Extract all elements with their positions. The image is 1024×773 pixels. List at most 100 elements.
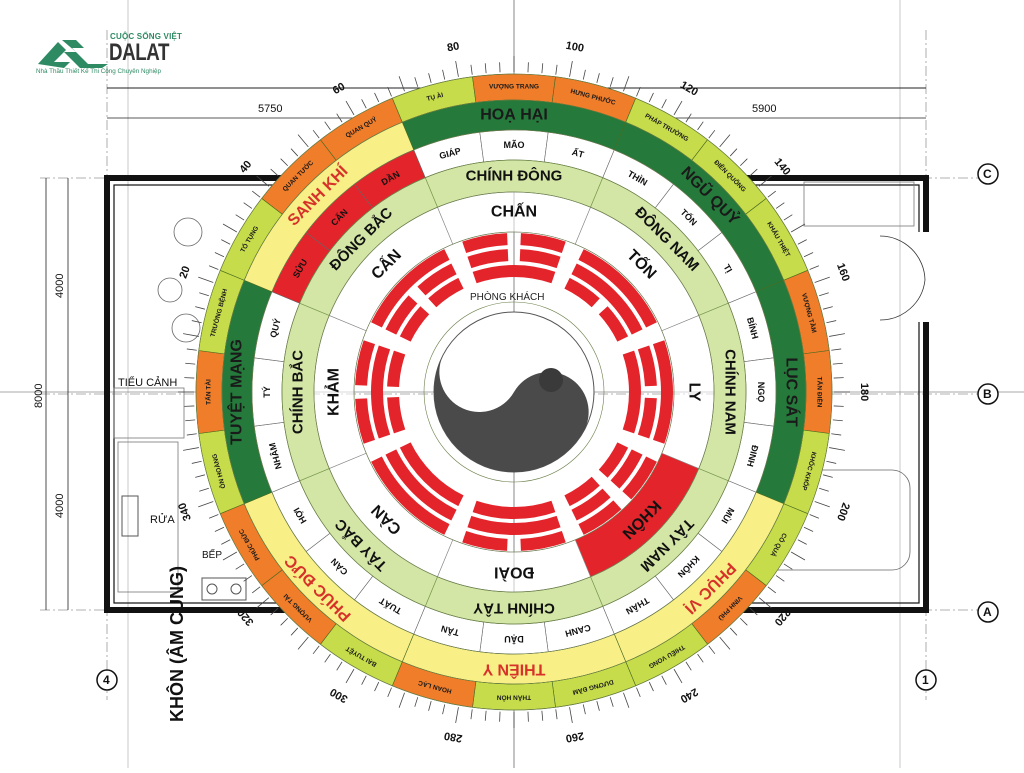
degree-tick [810, 266, 819, 270]
degree-tick [199, 293, 209, 296]
trigram-broken-line [467, 249, 508, 268]
degree-tick [815, 277, 830, 282]
degree-tick [485, 711, 486, 721]
trigram-broken-line [520, 249, 561, 268]
label-sink: RỬA [150, 513, 175, 526]
degree-tick [199, 488, 209, 491]
degree-tick [720, 135, 730, 147]
trigram-label: LY [686, 383, 703, 402]
degree-tick [185, 363, 195, 364]
degree-tick [223, 224, 237, 232]
degree-tick [791, 552, 805, 560]
degree-tick [720, 637, 730, 649]
degree-tick [750, 169, 757, 176]
degree-tick [244, 203, 252, 209]
degree-tick [192, 321, 202, 323]
label-kitchen: BẾP [202, 548, 222, 561]
trigram-label: CHẤN [491, 202, 537, 221]
trigram-label: KHẢM [324, 368, 343, 416]
label-garden: TIỂU CẢNH [118, 376, 177, 389]
degree-label: 240 [678, 685, 700, 705]
degree-tick [221, 240, 230, 245]
trigram-broken-line [638, 398, 657, 439]
degree-tick [183, 334, 199, 337]
degree-tick [610, 77, 613, 87]
degree-label: 200 [834, 501, 852, 522]
degree-tick [187, 349, 197, 350]
degree-tick [236, 215, 244, 220]
degree-tick [346, 669, 354, 683]
degree-tick [337, 662, 342, 670]
degree-tick [784, 564, 792, 569]
degree-tick [291, 149, 298, 156]
yin-dot-icon [467, 368, 491, 392]
degree-tick [776, 576, 784, 582]
degree-tick [826, 321, 836, 323]
degree-tick [831, 434, 841, 435]
eight-star-label: LỤC SÁT [783, 357, 802, 427]
outer-star-label: VƯỢNG TRANG [489, 84, 539, 91]
degree-tick [443, 70, 445, 80]
degree-tick [456, 61, 459, 77]
degree-tick [271, 169, 278, 176]
degree-tick [597, 73, 600, 83]
degree-tick [662, 676, 667, 685]
degree-tick [815, 501, 830, 506]
degree-tick [649, 93, 653, 102]
degree-tick [698, 122, 704, 130]
degree-tick [819, 488, 829, 491]
degree-tick [195, 307, 205, 310]
label-kitchen-direction: KHÔN (ÂM CUNG) [166, 566, 187, 722]
degree-tick [198, 277, 213, 282]
dimension-top-left: 5750 [258, 103, 282, 115]
degree-tick [471, 65, 472, 75]
axis-marker-c: C [978, 164, 998, 184]
degree-tick [623, 76, 628, 91]
yin-yang-icon [405, 312, 604, 501]
dimension-left-upper: 4000 [54, 274, 66, 298]
svg-text:B: B [983, 387, 992, 401]
degree-label: 140 [772, 156, 793, 178]
degree-tick [686, 662, 691, 670]
degree-tick [636, 87, 640, 96]
trigram-broken-line [638, 345, 657, 386]
label-living-room: PHÒNG KHÁCH [470, 290, 544, 303]
mountain-label: MÃO [504, 140, 525, 150]
degree-tick [183, 448, 199, 451]
degree-tick [215, 527, 224, 531]
degree-tick [636, 688, 640, 697]
trigram-label: ĐOÀI [494, 564, 534, 583]
degree-tick [399, 693, 404, 708]
trigram-broken-line [387, 351, 405, 387]
degree-tick [776, 203, 784, 209]
degree-tick [583, 704, 585, 714]
degree-tick [542, 711, 543, 721]
degree-tick [804, 527, 813, 531]
degree-tick [281, 618, 288, 625]
degree-tick [252, 191, 260, 197]
degree-tick [362, 99, 367, 108]
logo-brand: DALAT [109, 39, 169, 67]
degree-tick [215, 253, 224, 257]
degree-label: 340 [176, 501, 194, 522]
degree-label: 260 [565, 729, 585, 744]
degree-label: 60 [331, 81, 348, 98]
degree-tick [399, 76, 404, 91]
dimension-left-total: 8000 [33, 384, 45, 408]
degree-tick [826, 461, 836, 463]
degree-tick [623, 693, 628, 708]
logo-mark-icon [36, 34, 110, 68]
degree-tick [471, 709, 472, 719]
axis-marker-4: 4 [97, 670, 117, 690]
degree-label: 280 [443, 729, 463, 744]
dimension-left-lower: 4000 [54, 494, 66, 518]
degree-tick [570, 61, 573, 77]
axis-marker-b: B [978, 384, 998, 404]
degree-tick [209, 514, 218, 518]
svg-text:C: C [983, 167, 992, 181]
direction-label: CHÍNH TÂY [473, 600, 555, 618]
degree-tick [768, 191, 776, 197]
degree-tick [740, 159, 747, 166]
degree-tick [649, 682, 653, 691]
